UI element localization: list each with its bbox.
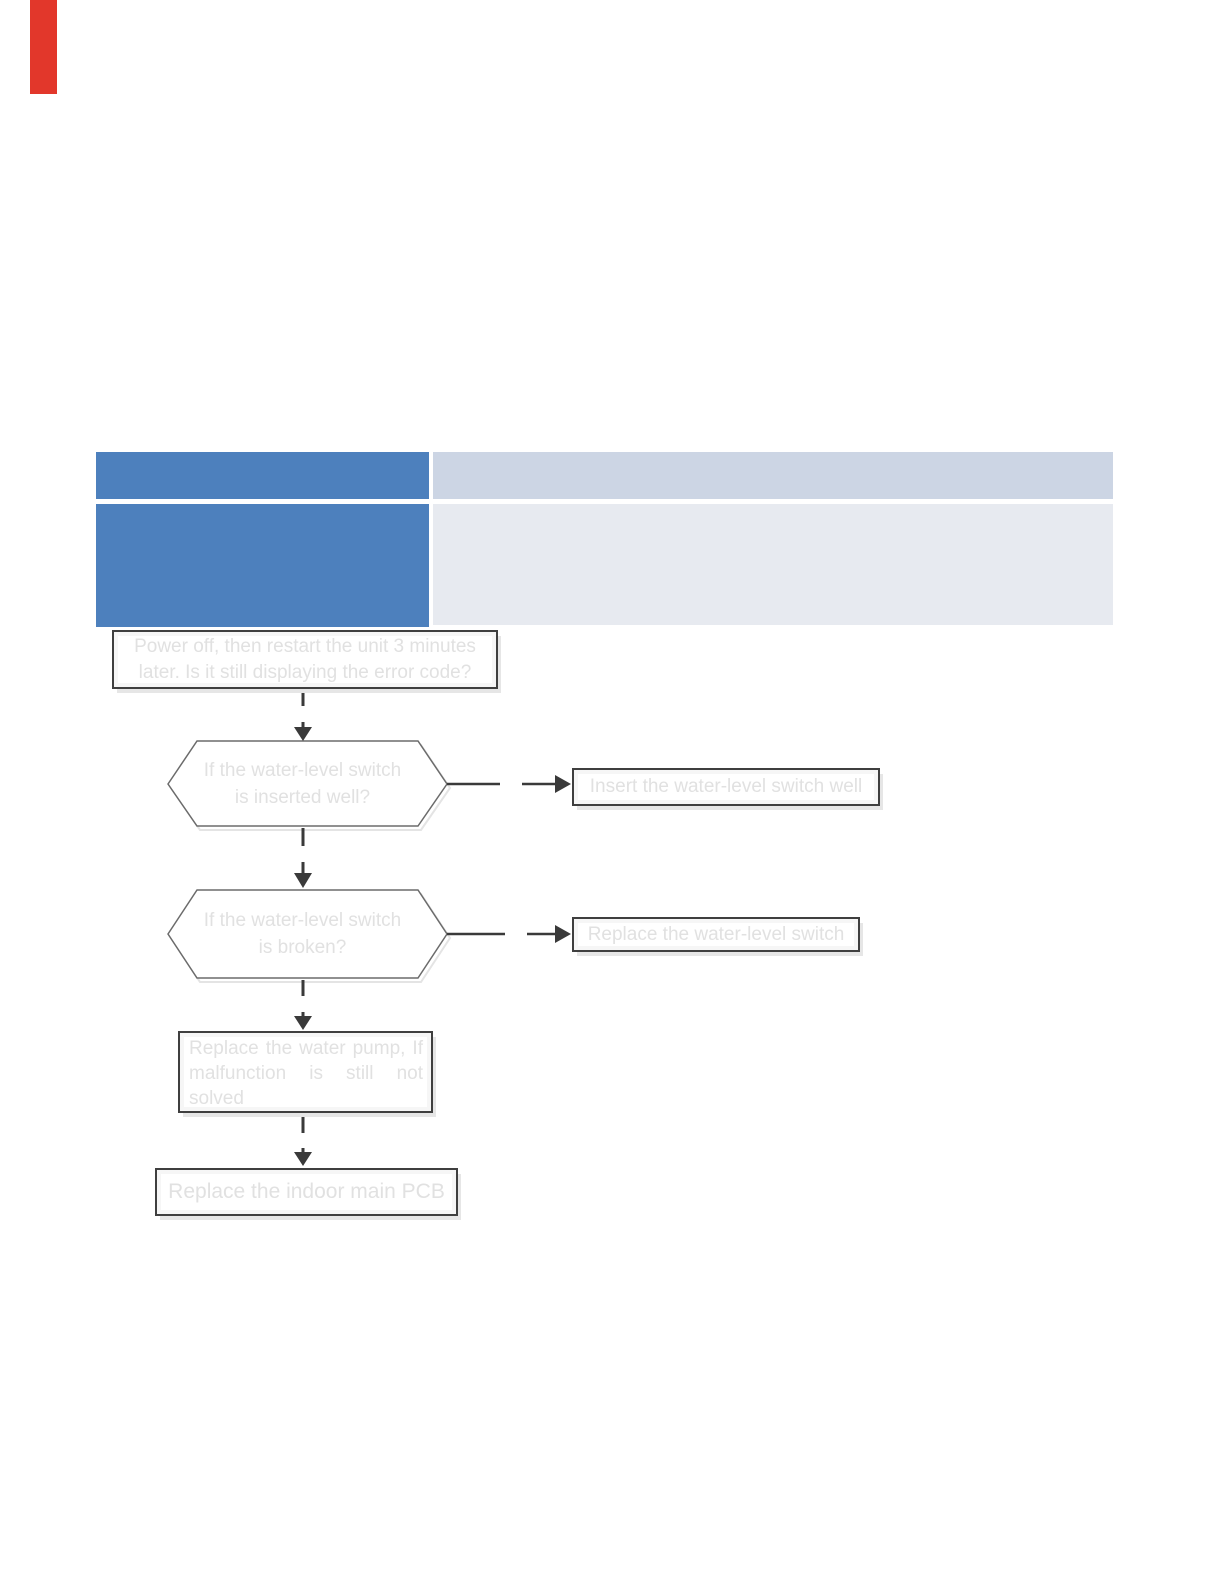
flow-hexagon-question1-line1: If the water-level switch [203,759,402,781]
table-header-cell-row2 [96,504,429,627]
arrowhead-q2-a2 [555,925,571,943]
flow-box-answer2: Replace the water-level switch [572,917,860,952]
flow-box-start: Power off, then restart the unit 3 minut… [112,630,498,689]
flow-box-step3-line1: Replace the water pump, If [189,1038,423,1059]
flow-hexagon-question2: If the water-level switch is broken? [190,891,415,976]
table-value-cell-row1 [433,452,1113,499]
flow-box-answer1: Insert the water-level switch well [572,768,880,806]
flow-hexagon-question1: If the water-level switch is inserted we… [190,743,415,824]
flow-box-end-label: Replace the indoor main PCB [168,1180,445,1203]
flow-box-answer1-label: Insert the water-level switch well [589,776,863,797]
flow-box-step3-line2: malfunction is still not [189,1063,423,1084]
flow-hexagon-question2-line2: is broken? [258,936,347,958]
flow-box-answer2-label: Replace the water-level switch [587,923,845,945]
red-edge-mark [30,0,57,94]
arrowhead-q2-step3 [294,1016,312,1030]
flow-box-step3-line3: solved [189,1088,244,1109]
flow-hexagon-question2-line1: If the water-level switch [203,909,402,931]
flow-box-start-line1: Power off, then restart the unit 3 minut… [134,635,476,657]
flow-box-end: Replace the indoor main PCB [155,1168,458,1216]
table-header-cell-row1 [96,452,429,499]
flow-box-step3: Replace the water pump, If malfunction i… [178,1031,433,1113]
arrowhead-q1-q2 [294,873,312,888]
flow-box-start-line2: later. Is it still displaying the error … [138,661,472,683]
flow-hexagon-question1-line2: is inserted well? [234,786,371,808]
table-value-cell-row2 [433,504,1113,625]
arrowhead-start-q1 [294,727,312,741]
arrowhead-q1-a1 [555,775,571,793]
flowchart-connectors [167,691,571,1166]
arrowhead-step3-end [294,1152,312,1166]
